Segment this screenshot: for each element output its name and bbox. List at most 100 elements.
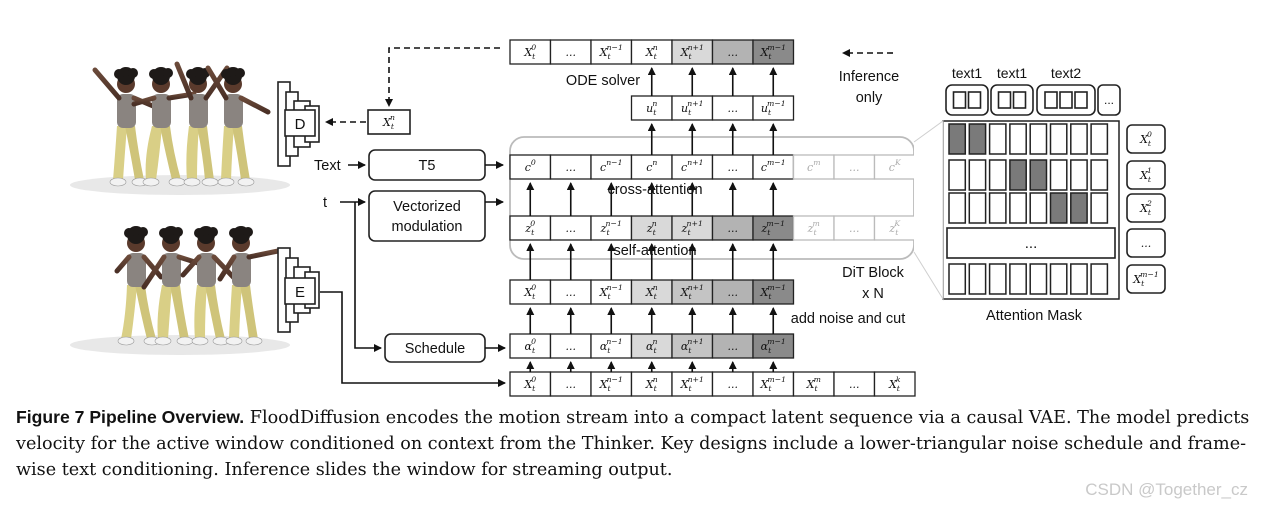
inference-dashed-arrow-down xyxy=(385,47,500,107)
mask-cell xyxy=(1029,192,1048,224)
encoder-label: E xyxy=(295,284,305,301)
watermark: CSDN @Together_cz xyxy=(1085,480,1248,499)
add-noise-label: add noise and cut xyxy=(791,311,905,327)
encoder-block: E xyxy=(277,247,320,333)
alpha-token-cell xyxy=(711,333,754,359)
vectorized-modulation-line1: Vectorized xyxy=(393,199,461,215)
mask-cell xyxy=(1090,159,1109,191)
mask-cell xyxy=(1049,263,1068,295)
token-symbol: ztn xyxy=(646,219,657,237)
t-to-schedule-arrow xyxy=(354,202,382,352)
token-symbol: ... xyxy=(849,378,860,391)
token-symbol: cm xyxy=(807,158,820,174)
dancer-figure xyxy=(141,226,201,346)
text-token-cell xyxy=(1059,91,1073,109)
token-symbol: ... xyxy=(728,340,739,353)
text-group-label: text1 xyxy=(997,65,1028,81)
caption-text: FloodDiffusion encodes the motion stream… xyxy=(16,408,1250,480)
mask-cell xyxy=(988,192,1007,224)
token-symbol: ... xyxy=(566,378,577,391)
token-symbol: ... xyxy=(728,286,739,299)
text-token-cell xyxy=(1012,91,1027,109)
text-token-cell xyxy=(952,91,967,109)
token-symbol: Xt0 xyxy=(523,283,536,301)
token-symbol: ... xyxy=(728,161,739,174)
mask-cell xyxy=(988,123,1007,155)
token-symbol: Xtn+1 xyxy=(680,375,704,393)
token-symbol: ... xyxy=(566,286,577,299)
token-symbol: cK xyxy=(889,158,902,174)
token-symbol: ... xyxy=(566,161,577,174)
input-token-cell xyxy=(630,371,673,397)
text-group-label: text2 xyxy=(1051,65,1082,81)
mask-cell xyxy=(1029,123,1048,155)
mask-cell xyxy=(968,192,987,224)
output-token-cell xyxy=(549,39,592,65)
decoder-block: D xyxy=(277,81,320,167)
token-symbol: Xt2 xyxy=(1139,199,1152,217)
token-symbol: ... xyxy=(728,102,739,115)
alpha-token-cell xyxy=(752,333,795,359)
dancer-figure xyxy=(92,67,156,187)
dit-block-label-line1: DiT Block xyxy=(842,265,905,281)
context-token-cell xyxy=(549,154,592,180)
motion-output-illustration xyxy=(70,61,290,195)
token-symbol: ... xyxy=(728,46,739,59)
latent-token-cell xyxy=(509,215,552,241)
inference-label-line2: only xyxy=(856,90,883,106)
text-token-cell xyxy=(997,91,1012,109)
token-symbol: ztm xyxy=(807,219,820,237)
motion-input-illustration xyxy=(70,226,290,355)
dancer-figure xyxy=(114,226,164,346)
token-symbol: cn xyxy=(646,158,657,174)
attention-mask-label: Attention Mask xyxy=(986,308,1083,324)
mask-cell xyxy=(1070,123,1088,155)
token-symbol: ztn+1 xyxy=(681,219,703,237)
token-symbol: Xtm−1 xyxy=(1132,270,1159,288)
pipeline-diagram: D E Xtn ODE solver Inference only Text t… xyxy=(70,39,1166,397)
token-symbol: ... xyxy=(1141,237,1152,250)
token-symbol: ... xyxy=(566,222,577,235)
mask-cell xyxy=(948,123,967,155)
mask-cell xyxy=(968,123,987,155)
schedule-label: Schedule xyxy=(405,341,465,357)
t5-label: T5 xyxy=(419,158,436,174)
mask-cell xyxy=(1009,263,1027,295)
input-token-cell xyxy=(711,371,754,397)
dancer-figure xyxy=(180,226,240,346)
token-symbol: ... xyxy=(566,46,577,59)
dancer-figure xyxy=(174,61,230,187)
mask-row-label-box xyxy=(1126,228,1166,258)
inference-label-line1: Inference xyxy=(839,69,899,85)
mask-cell xyxy=(968,263,987,295)
decoded-frame-box xyxy=(367,109,411,135)
mask-cell xyxy=(1090,263,1109,295)
token-symbol: cn−1 xyxy=(600,158,622,174)
token-symbol: Xtn+1 xyxy=(680,43,704,61)
t-input-label: t xyxy=(323,195,327,211)
context-token-cell xyxy=(833,154,876,180)
token-symbol: Xt0 xyxy=(523,43,536,61)
figure-caption: Figure 7 Pipeline Overview. FloodDiffusi… xyxy=(16,404,1252,483)
decoded-frame-symbol: Xtn xyxy=(382,113,395,131)
input-token-cell xyxy=(752,371,795,397)
token-symbol: zt0 xyxy=(524,219,535,237)
mask-cell xyxy=(988,159,1007,191)
token-symbol: αtn−1 xyxy=(600,337,623,355)
input-token-cell xyxy=(792,371,835,397)
dancer-figure xyxy=(217,226,281,346)
token-symbol: utm−1 xyxy=(761,99,786,117)
mask-connector xyxy=(913,120,944,301)
token-symbol: Xtn+1 xyxy=(680,283,704,301)
mask-cell xyxy=(1029,159,1048,191)
token-symbol: c0 xyxy=(525,158,536,174)
context-token-cell xyxy=(590,154,633,180)
text-group-label: text1 xyxy=(952,65,983,81)
token-symbol: ... xyxy=(849,161,860,174)
token-symbol: αtm−1 xyxy=(761,337,786,355)
token-symbol: Xtn−1 xyxy=(599,283,623,301)
ode-solver-label: ODE solver xyxy=(566,73,640,89)
token-symbol: Xtm−1 xyxy=(759,375,786,393)
